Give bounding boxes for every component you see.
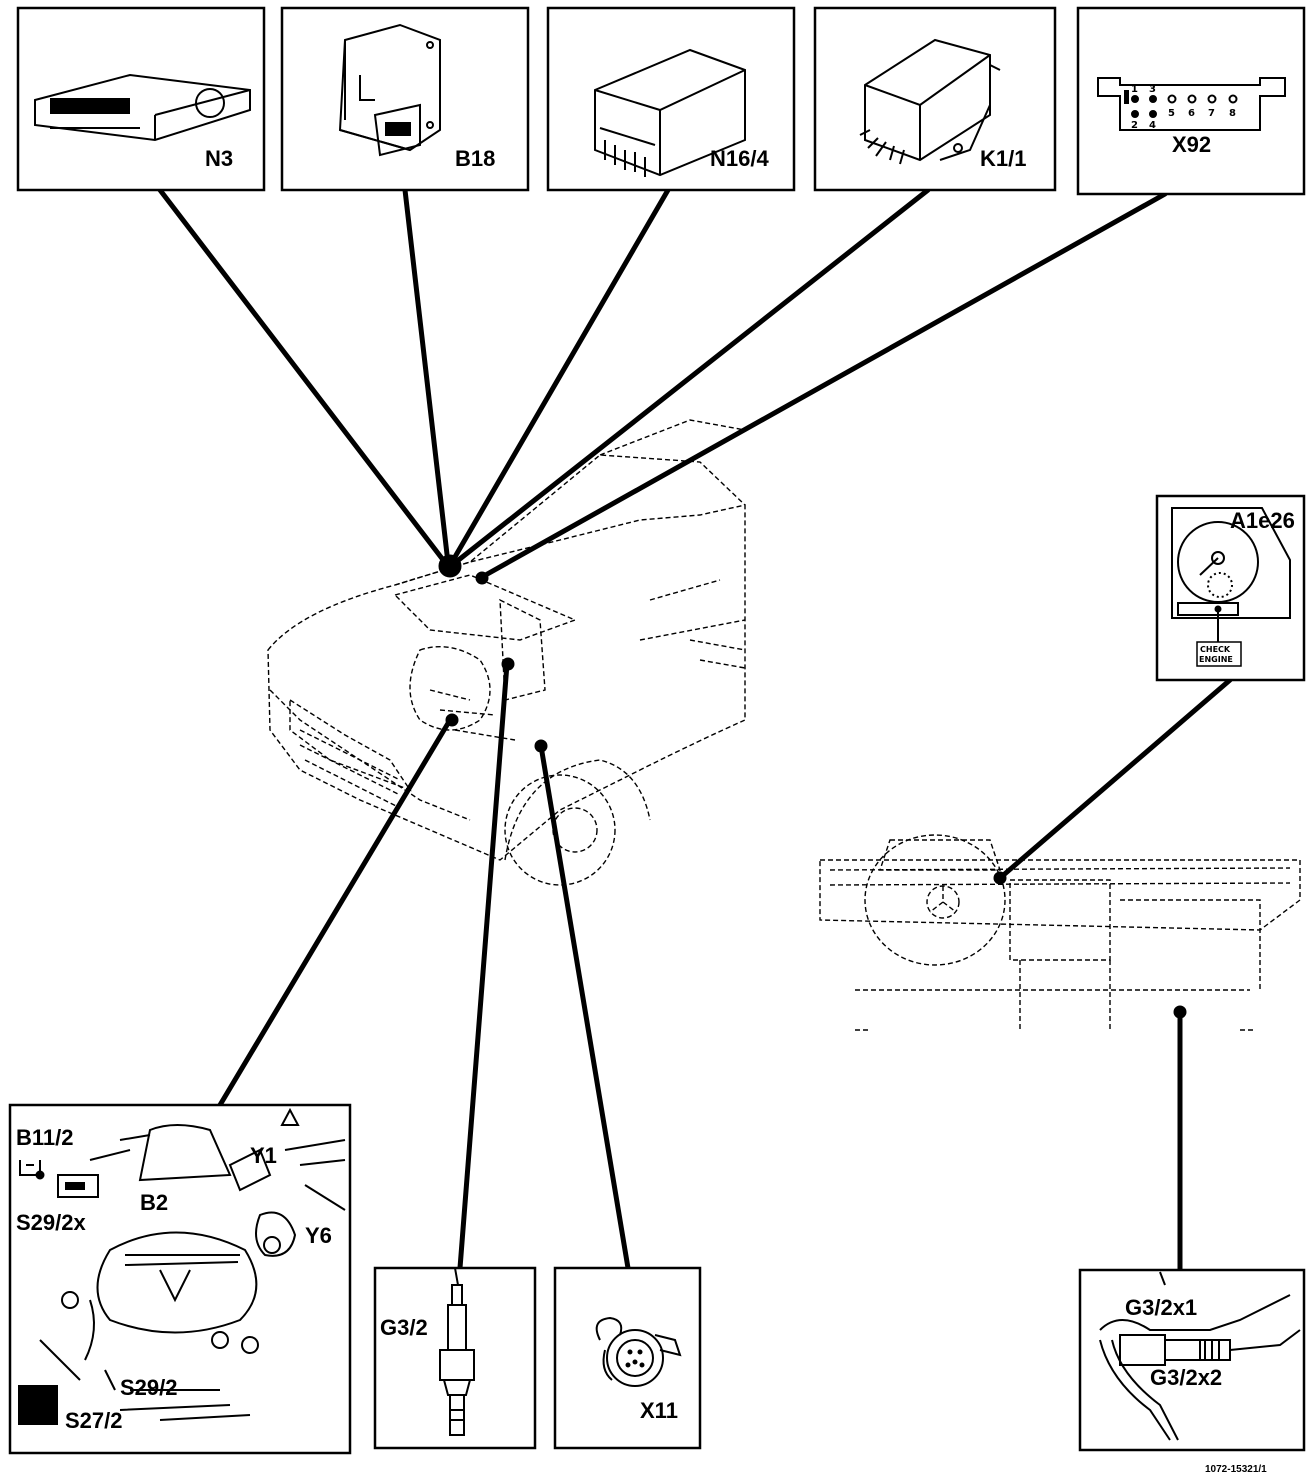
x92-pin-7: 7 <box>1208 108 1215 119</box>
label-y1: Y1 <box>250 1143 277 1168</box>
label-x92: X92 <box>1172 132 1211 157</box>
sensor-connector-icon <box>1099 1271 1301 1441</box>
leader-x11 <box>538 743 631 1271</box>
label-b18: B18 <box>455 146 495 171</box>
label-n16-4: N16/4 <box>710 146 769 171</box>
engine-sketch <box>18 1107 346 1425</box>
label-b11-2: B11/2 <box>16 1125 74 1150</box>
component-a1e26[interactable]: CHECK ENGINE A1e26 <box>1155 494 1306 682</box>
label-y6: Y6 <box>305 1223 332 1248</box>
component-g3-2[interactable]: G3/2 <box>373 1266 537 1450</box>
component-x11[interactable]: X11 <box>553 1266 702 1450</box>
x92-pin-3: 3 <box>1149 84 1156 95</box>
location-dot-engine <box>445 713 459 727</box>
leader-x92 <box>479 191 1168 580</box>
location-dot-main <box>438 554 462 578</box>
engine-bay-detail[interactable]: B11/2 Y1 B2 S29/2x Y6 S29/2 S27/2 <box>8 1103 352 1455</box>
leader-k1-1 <box>453 187 931 565</box>
label-b2: B2 <box>140 1190 168 1215</box>
leader-a1e26 <box>997 677 1233 881</box>
leader-engine-bay <box>217 717 453 1108</box>
relay-icon <box>859 38 1001 165</box>
control-unit-icon <box>34 73 251 142</box>
label-a1e26: A1e26 <box>1230 508 1295 533</box>
leader-b18 <box>402 187 451 566</box>
component-b18[interactable]: B18 <box>280 6 530 192</box>
leader-n16-4 <box>449 187 671 565</box>
oxygen-sensor-icon <box>439 1267 475 1436</box>
x92-pin-8: 8 <box>1229 108 1236 119</box>
diagnostic-socket-icon <box>595 1316 682 1387</box>
leader-lines <box>157 187 1233 1273</box>
x92-pin-5: 5 <box>1168 108 1175 119</box>
component-x92[interactable]: 1 3 2 4 5 6 7 8 X92 <box>1076 6 1306 196</box>
check-engine-line-2: ENGINE <box>1199 655 1233 664</box>
relay-module-icon <box>594 48 746 177</box>
label-g3-2x2: G3/2x2 <box>1150 1365 1222 1390</box>
component-n3[interactable]: N3 <box>16 6 266 192</box>
label-g3-2: G3/2 <box>380 1315 428 1340</box>
component-g3-2x-connectors[interactable]: G3/2x1 G3/2x2 <box>1078 1268 1306 1452</box>
component-k1-1[interactable]: K1/1 <box>813 6 1057 192</box>
label-s29-2x: S29/2x <box>16 1210 86 1235</box>
dashboard-sketch <box>819 834 1301 1031</box>
location-dot-a1e26 <box>993 871 1007 885</box>
instrument-cluster-icon: CHECK ENGINE <box>1171 507 1291 667</box>
connector-icon: 1 3 2 4 5 6 7 8 <box>1097 77 1286 131</box>
label-s27-2: S27/2 <box>65 1408 123 1433</box>
location-dot-g3-2x <box>1173 1005 1187 1019</box>
label-n3: N3 <box>205 146 233 171</box>
location-dot-g3-2 <box>501 657 515 671</box>
component-n16-4[interactable]: N16/4 <box>546 6 796 192</box>
label-x11: X11 <box>640 1398 678 1423</box>
location-dot-x11 <box>534 739 548 753</box>
x92-pin-1: 1 <box>1131 84 1138 95</box>
check-engine-line-1: CHECK <box>1200 645 1231 654</box>
label-s29-2: S29/2 <box>120 1375 178 1400</box>
sensor-icon <box>338 23 441 157</box>
x92-pin-4: 4 <box>1149 120 1156 131</box>
label-g3-2x1: G3/2x1 <box>1125 1295 1197 1320</box>
vehicle-sketch <box>267 419 746 886</box>
x92-pin-2: 2 <box>1131 120 1138 131</box>
label-k1-1: K1/1 <box>980 146 1026 171</box>
x92-pin-6: 6 <box>1188 108 1195 119</box>
vehicle-location-dots <box>438 554 548 753</box>
leader-n3 <box>157 187 450 568</box>
leader-g3-2 <box>457 661 510 1271</box>
figure-code: 1072-15321/1 <box>1205 1464 1267 1475</box>
location-dot-x92 <box>475 571 489 585</box>
